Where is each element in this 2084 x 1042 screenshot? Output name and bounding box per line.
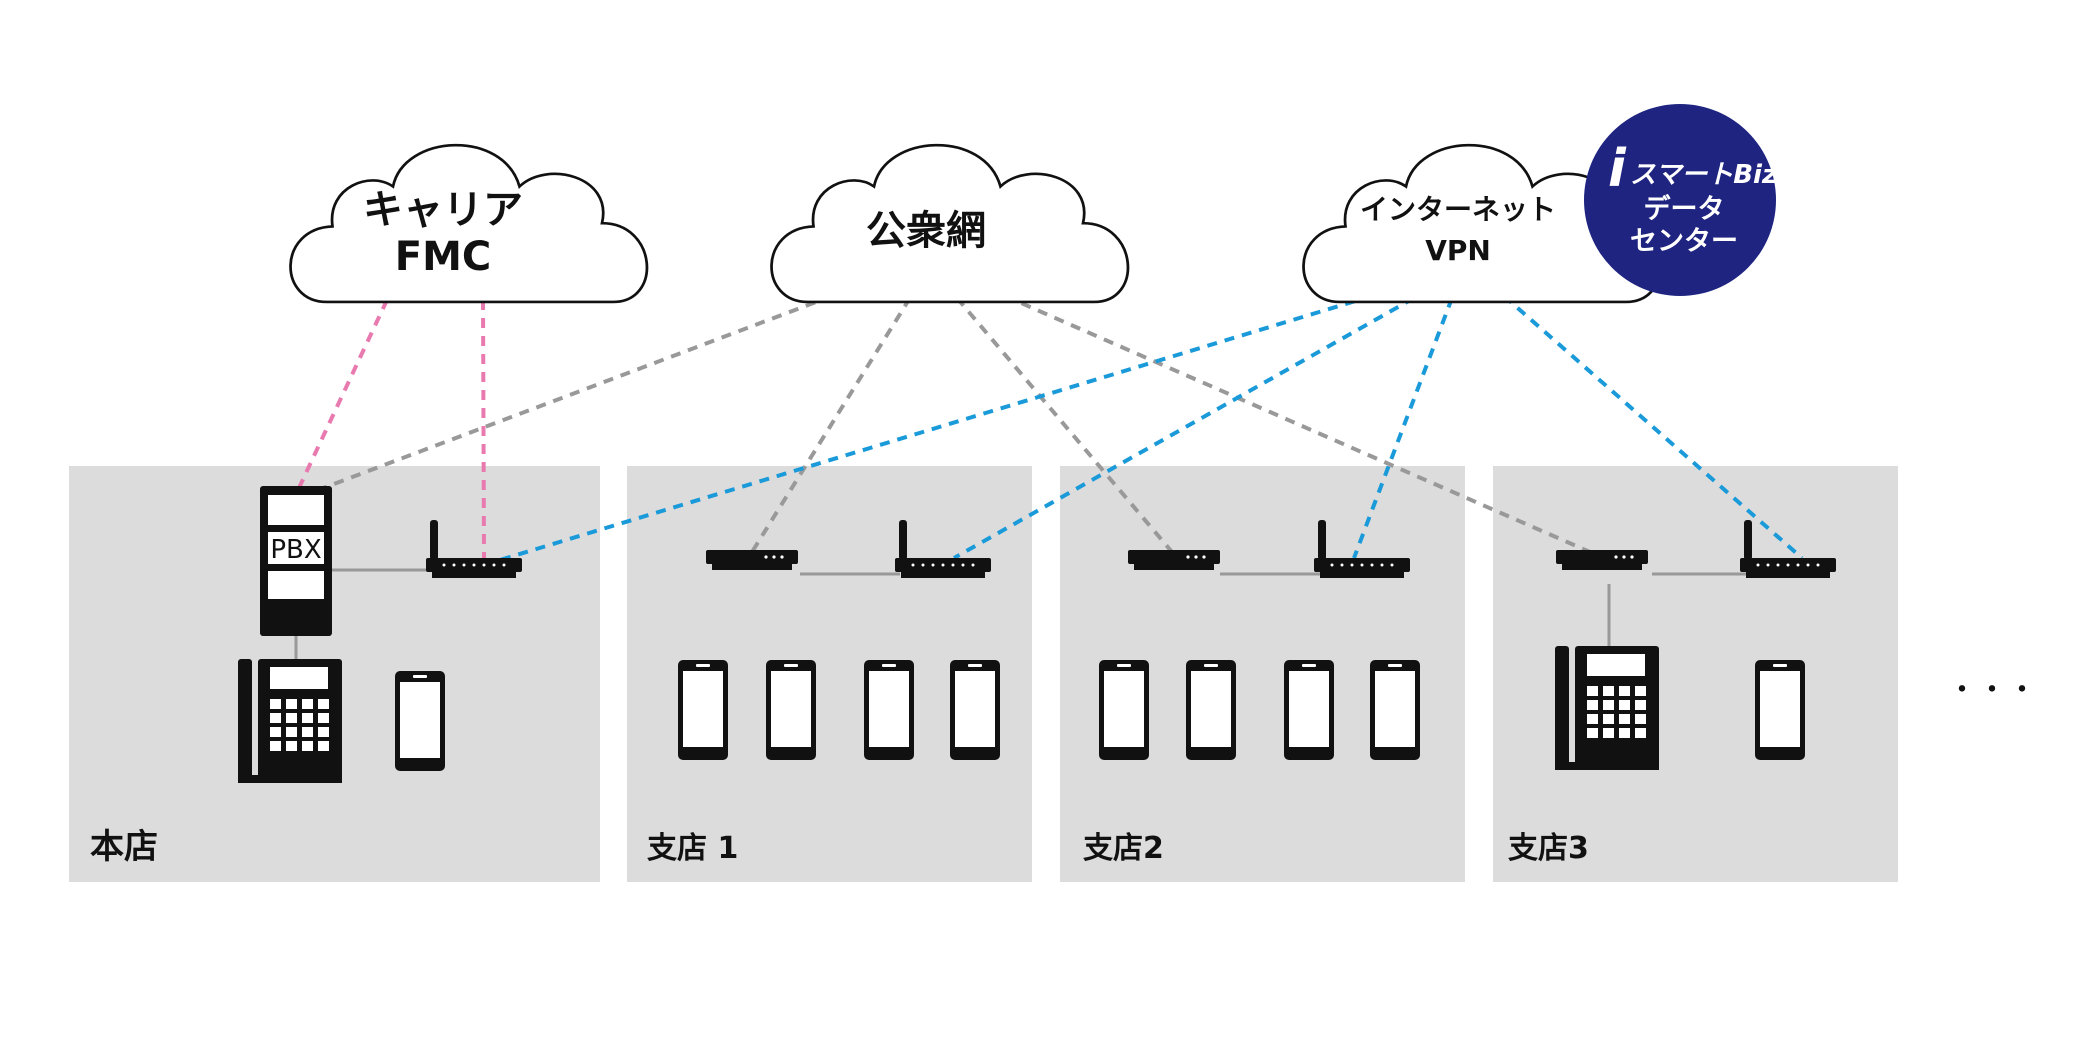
office-label-honten: 本店: [90, 827, 158, 867]
smartphone-branch1-c: [864, 660, 914, 760]
smartphone-branch2-a: [1099, 660, 1149, 760]
smartphone-branch2-d: [1370, 660, 1420, 760]
badge-logo-text: スマートBiz: [1630, 160, 1778, 190]
smartphone-branch2-b: [1186, 660, 1236, 760]
badge-line1: データ: [1644, 193, 1725, 225]
pbx-label: PBX: [270, 535, 321, 565]
smartphone-branch3: [1755, 660, 1805, 760]
carrier-fmc-links: [296, 299, 486, 559]
office-label-branch3: 支店3: [1508, 831, 1589, 866]
office-branch3-area: [1493, 466, 1898, 882]
pbx-unit: PBX: [260, 486, 332, 636]
badge-line2: センター: [1630, 226, 1738, 257]
router-branch1: [706, 550, 798, 570]
lan-links: [294, 568, 1746, 662]
more-offices-indicator: ・・・: [1947, 673, 2037, 708]
smartphone-branch1-b: [766, 660, 816, 760]
cloud-public-network-label: 公衆網: [866, 208, 986, 254]
office-label-branch1: 支店 1: [647, 831, 738, 866]
smartphone-branch1-d: [950, 660, 1000, 760]
public-network-links: [317, 294, 1591, 554]
smartphone-branch2-c: [1284, 660, 1334, 760]
office-label-branch2: 支店2: [1083, 831, 1164, 866]
cloud-carrier-fmc-line2: FMC: [395, 234, 491, 280]
smartphone-branch1-a: [678, 660, 728, 760]
router-branch2: [1128, 550, 1220, 570]
cloud-internet-vpn-line1: インターネット: [1360, 193, 1556, 226]
internet-vpn-links: [499, 294, 1804, 562]
cloud-carrier-fmc-line1: キャリア: [363, 187, 523, 233]
cloud-internet-vpn-line2: VPN: [1425, 234, 1491, 267]
badge-logo-i: i: [1608, 139, 1627, 199]
datacenter-badge: i スマートBiz データ センター: [1584, 104, 1778, 296]
smartphone-honten: [395, 671, 445, 771]
router-branch3: [1556, 550, 1648, 570]
